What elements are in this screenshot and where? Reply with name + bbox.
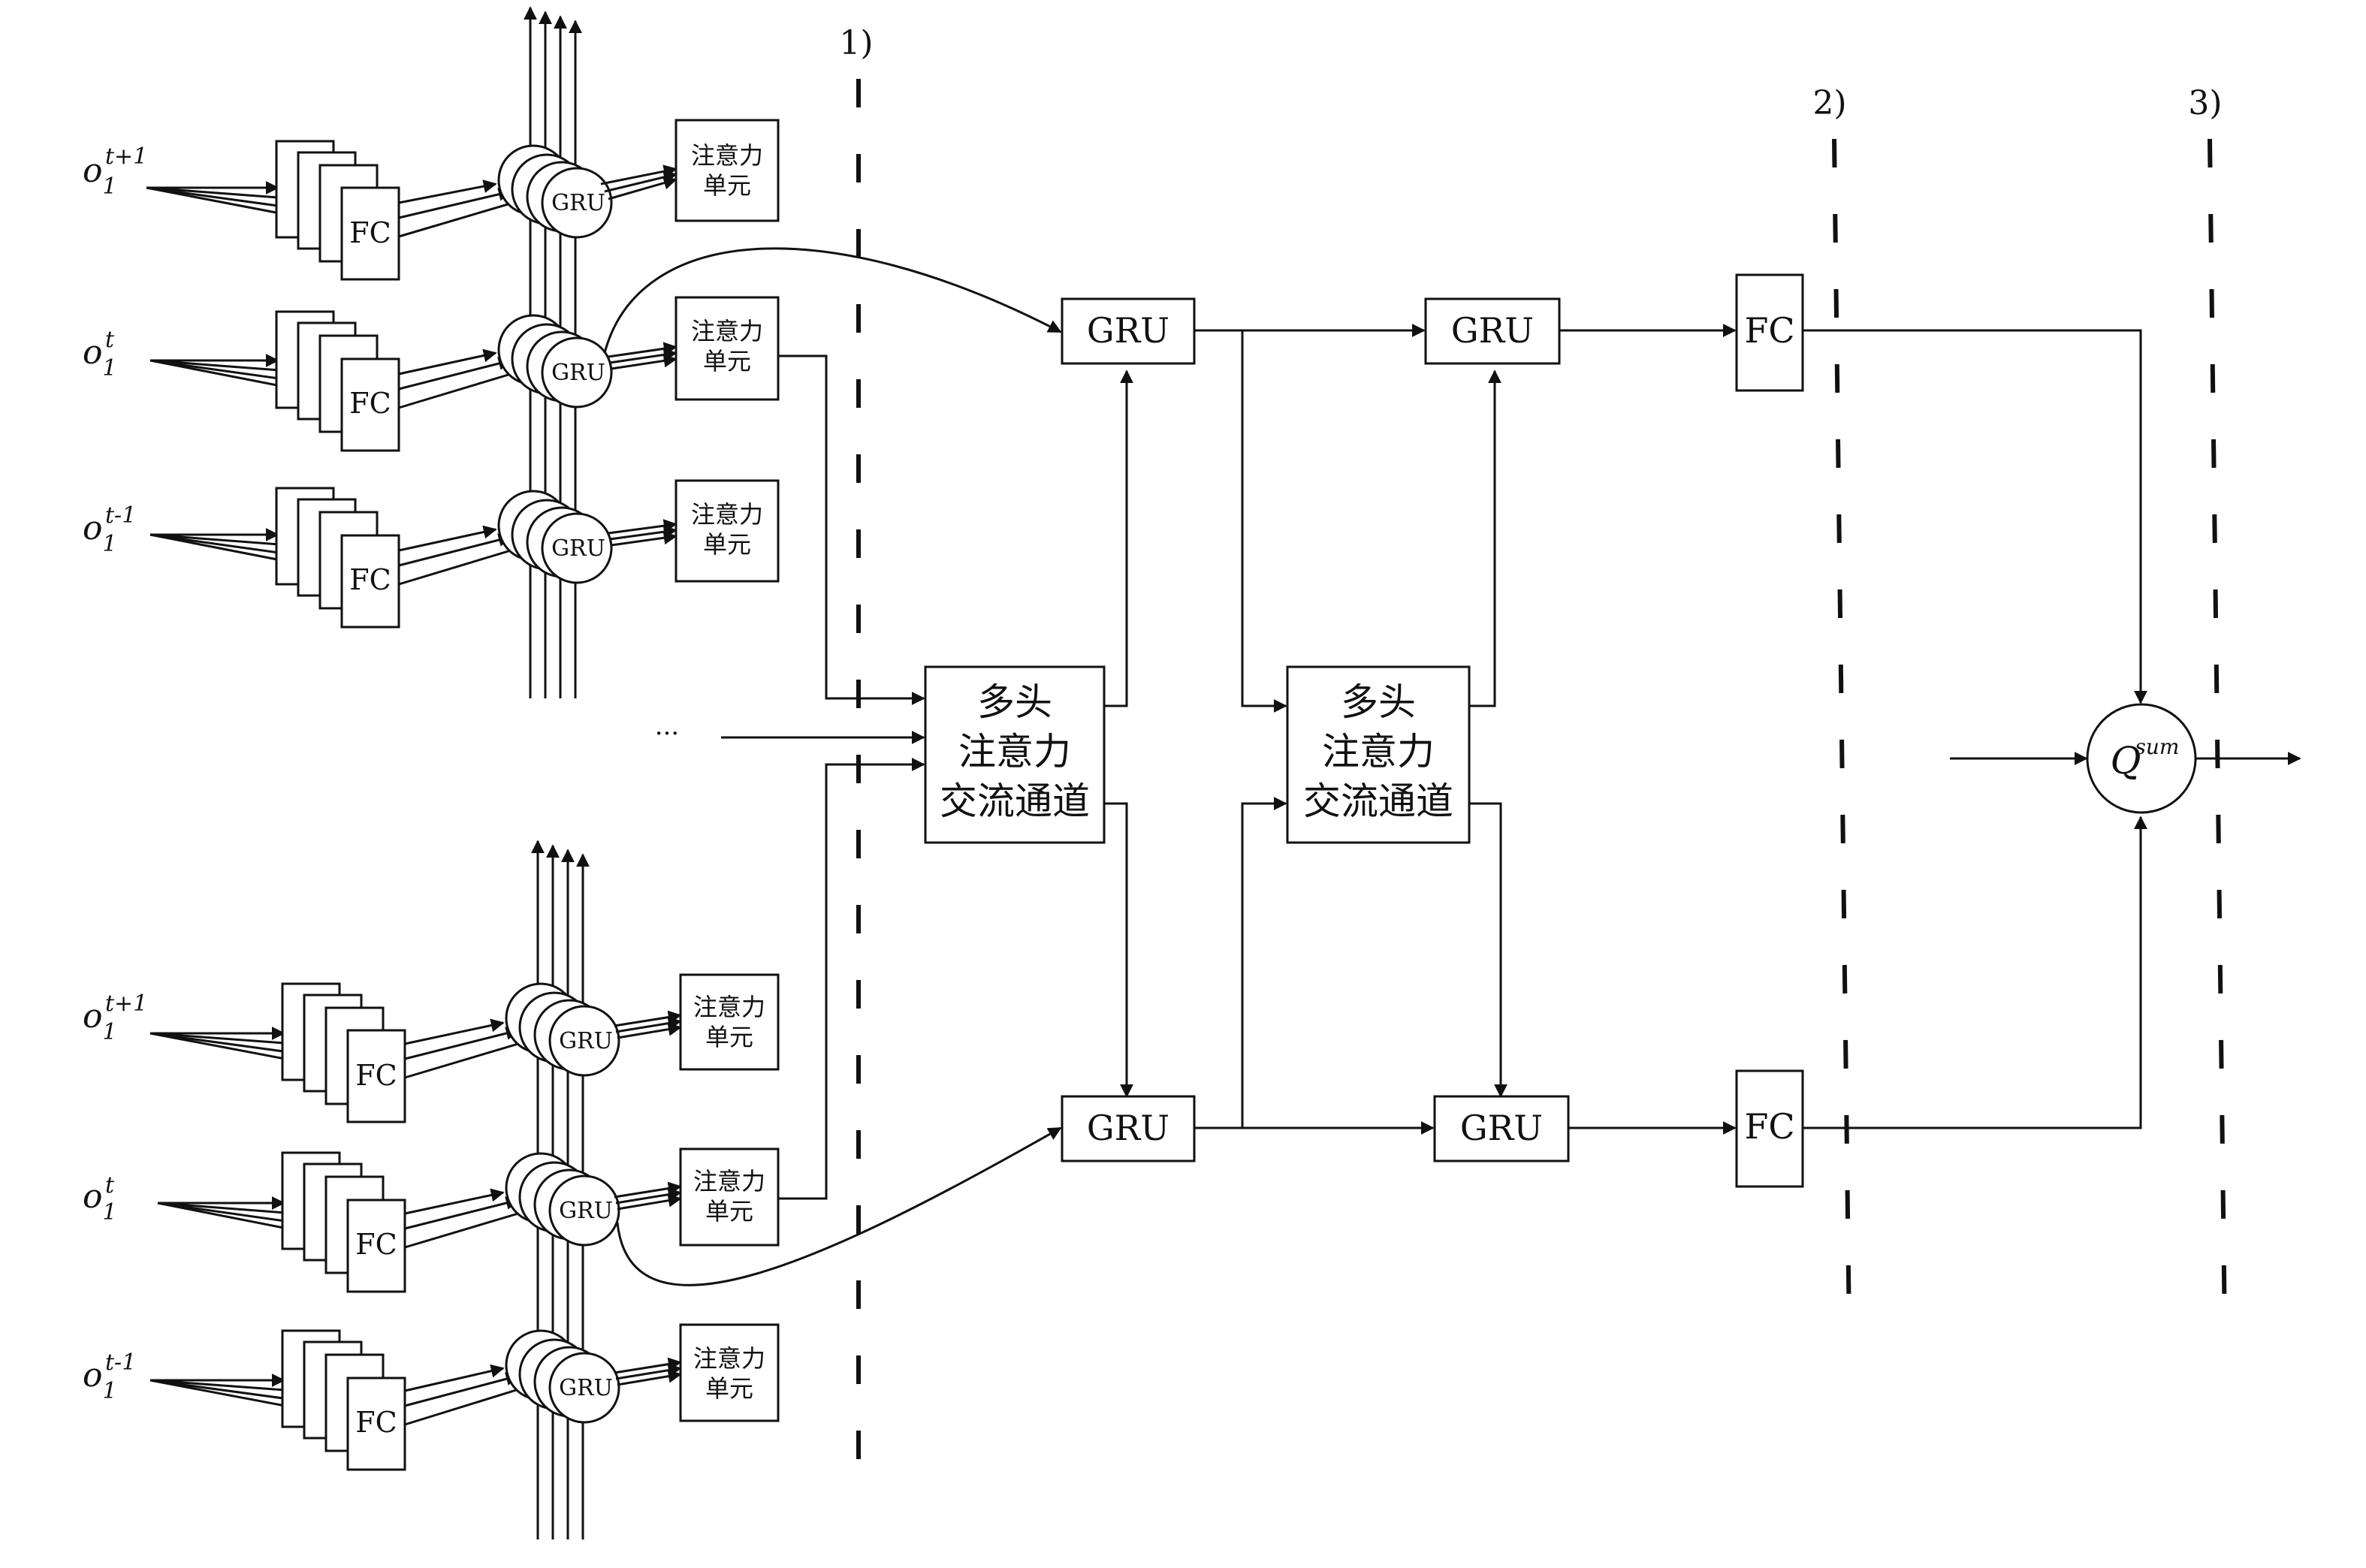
- obs-label: o1: [83, 1178, 117, 1226]
- obs-superscript: t: [105, 327, 115, 353]
- attention-label-1: 注意力: [691, 317, 763, 345]
- fc-box: [346, 1377, 406, 1471]
- gru-top-layer2: GRU: [1424, 297, 1561, 365]
- fc-label: FC: [355, 1406, 397, 1439]
- attention-label-2: 单元: [705, 1023, 753, 1051]
- row-agentn-t-plus-1: o1 t+1 FC GRU 注意力 单元: [83, 973, 780, 1123]
- gru-label: GRU: [1087, 1108, 1169, 1148]
- fc-label: FC: [349, 563, 391, 596]
- fc-label: FC: [1744, 1106, 1794, 1147]
- gru-bottom-layer1: GRU: [1061, 1095, 1196, 1162]
- stage-3-separator: [2208, 138, 2227, 1334]
- fc-box: [340, 357, 400, 452]
- row-agent1-t: o1 t FC GRU 注意力 单元: [83, 296, 780, 452]
- obs-superscript: t-1: [105, 1349, 136, 1376]
- stage-3-label: 3): [2188, 84, 2222, 122]
- gru-label: GRU: [551, 535, 605, 562]
- q-superscript: sum: [2135, 734, 2180, 759]
- attention-unit: [679, 1323, 780, 1422]
- gru-cell: [541, 167, 613, 239]
- attention-unit: [674, 296, 780, 401]
- attention-label-2: 单元: [705, 1374, 753, 1403]
- gru-cell: [548, 1174, 620, 1247]
- gru-top-layer1: GRU: [1061, 297, 1196, 365]
- agent-1-group: o1 t+1 FC GRU 注意力 单元: [83, 6, 780, 698]
- connections: [603, 247, 2301, 1286]
- gru-label: GRU: [551, 190, 605, 216]
- obs-superscript: t+1: [105, 991, 147, 1017]
- attention-label-1: 注意力: [693, 1167, 765, 1196]
- gru-label: GRU: [1460, 1108, 1543, 1148]
- obs-label: o1: [83, 509, 117, 557]
- obs-superscript: t: [105, 1172, 115, 1199]
- gru-cell: [548, 1352, 620, 1424]
- row-agent1-t-plus-1: o1 t+1 FC GRU 注意力 单元: [83, 119, 780, 281]
- more-agents-ellipsis: ···: [655, 719, 679, 749]
- fc-label: FC: [355, 1228, 397, 1261]
- attention-label-2: 单元: [703, 171, 751, 200]
- attention-label-1: 注意力: [693, 1344, 765, 1373]
- multihead-channel-2: 多头 注意力 交流通道: [1286, 665, 1471, 844]
- fc-label: FC: [1744, 310, 1794, 351]
- attention-label-2: 单元: [705, 1197, 753, 1226]
- mh-label-1: 多头: [977, 680, 1052, 724]
- gru-cell: [548, 1005, 620, 1077]
- gru-label: GRU: [559, 1028, 613, 1054]
- attention-unit: [679, 1147, 780, 1247]
- mh-label-2: 注意力: [1322, 730, 1435, 773]
- fc-box: [340, 534, 400, 629]
- row-agentn-t: o1 t FC GRU 注意力 单元: [83, 1147, 780, 1293]
- gru-label: GRU: [1451, 310, 1534, 351]
- obs-superscript: t-1: [105, 502, 136, 529]
- fc-output-top: FC: [1735, 273, 1804, 392]
- gru-label: GRU: [1087, 310, 1169, 351]
- stage-2-separator: [1832, 138, 1851, 1334]
- gru-bottom-layer2: GRU: [1433, 1095, 1570, 1162]
- fc-box: [346, 1029, 406, 1123]
- multihead-channel-1: 多头 注意力 交流通道: [924, 665, 1106, 844]
- mh-label-3: 交流通道: [1303, 779, 1453, 823]
- q-label: Q: [2111, 739, 2141, 782]
- obs-label: o1: [83, 333, 117, 381]
- fc-output-bottom: FC: [1735, 1069, 1804, 1188]
- row-agent1-t-minus-1: o1 t-1 FC GRU 注意力 单元: [83, 479, 780, 629]
- obs-label: o1: [83, 1356, 117, 1404]
- gru-cell: [541, 512, 613, 584]
- gru-label: GRU: [559, 1198, 613, 1224]
- attention-label-2: 单元: [703, 347, 751, 375]
- fc-label: FC: [349, 387, 391, 420]
- attention-unit: [674, 119, 780, 222]
- mh-label-3: 交流通道: [940, 779, 1090, 823]
- fc-box: [346, 1199, 406, 1293]
- attention-label-2: 单元: [703, 530, 751, 559]
- gru-label: GRU: [551, 360, 605, 386]
- gru-cell: [541, 336, 613, 409]
- attention-unit: [679, 973, 780, 1071]
- stage-1-label: 1): [839, 24, 873, 62]
- attention-label-1: 注意力: [693, 993, 765, 1021]
- attention-label-1: 注意力: [691, 141, 763, 170]
- mh-label-1: 多头: [1341, 680, 1416, 724]
- stage-separators: 1) 2) 3): [839, 24, 2227, 1487]
- mh-label-2: 注意力: [958, 730, 1071, 773]
- row-agentn-t-minus-1: o1 t-1 FC GRU 注意力 单元: [83, 1323, 780, 1471]
- obs-label: o1: [83, 997, 117, 1045]
- agent-n-group: o1 t+1 FC GRU 注意力 单元: [83, 840, 780, 1539]
- fc-label: FC: [355, 1059, 397, 1092]
- gru-label: GRU: [559, 1375, 613, 1401]
- q-sum-node: Q sum: [2086, 703, 2197, 814]
- attention-label-1: 注意力: [691, 500, 763, 529]
- obs-label: o1: [83, 152, 117, 200]
- fc-label: FC: [349, 216, 391, 249]
- stage-2-label: 2): [1812, 84, 1846, 122]
- fc-box: [340, 186, 400, 281]
- obs-superscript: t+1: [105, 143, 147, 170]
- attention-unit: [674, 479, 780, 583]
